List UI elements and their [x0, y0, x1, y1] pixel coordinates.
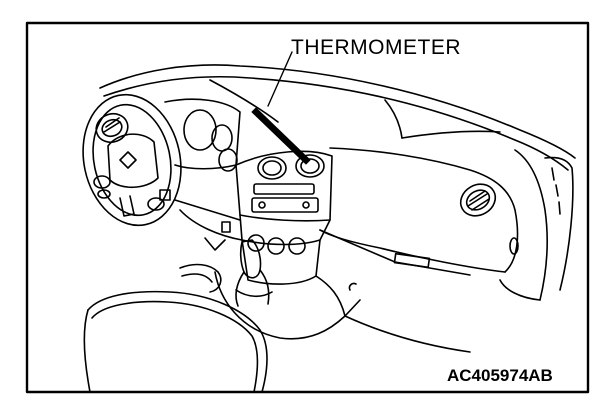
thermometer [251, 51, 311, 165]
instrument-cluster [164, 98, 241, 172]
thermometer-callout-label: THERMOMETER [291, 36, 461, 59]
lower-dashboard [174, 199, 243, 251]
gear-shift [235, 239, 273, 307]
seat [83, 263, 268, 393]
dashboard-right [319, 147, 574, 301]
center-console [214, 271, 471, 353]
callout-leader-line [267, 51, 293, 107]
dashboard-top [99, 64, 576, 171]
steering-wheel [82, 93, 182, 227]
right-air-vent [459, 183, 497, 217]
center-stack [235, 150, 333, 285]
left-air-vent [95, 112, 129, 144]
figure-code: AC405974AB [447, 366, 553, 385]
